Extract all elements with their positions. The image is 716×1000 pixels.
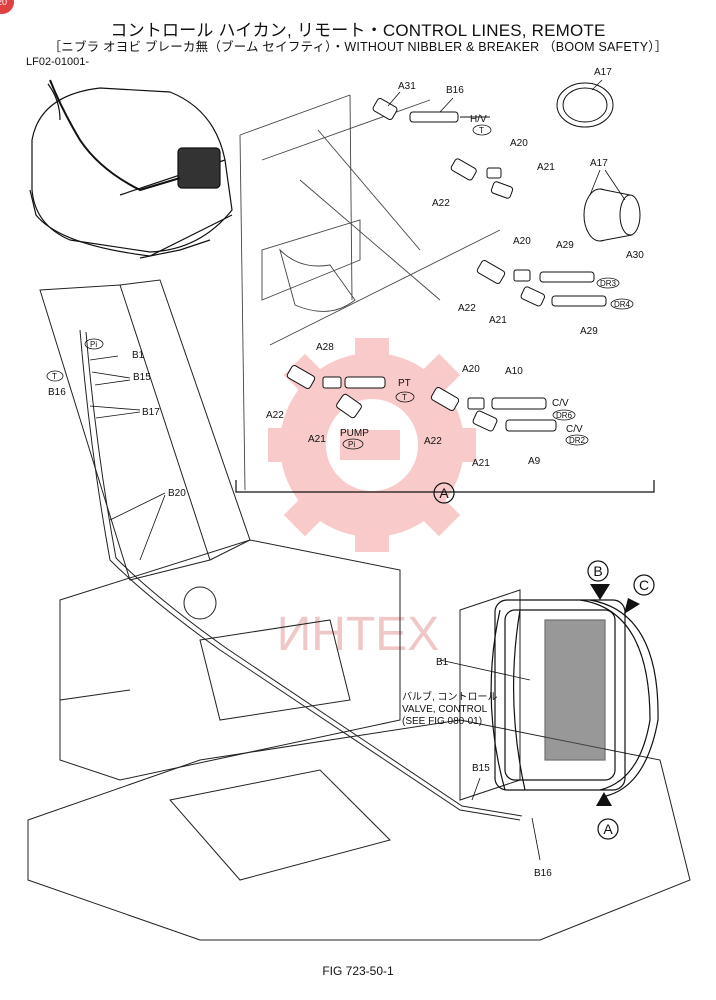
label-b1-right: B1 (436, 657, 449, 668)
label-dr6: DR6 (556, 411, 573, 420)
hose-fittings-set (286, 82, 641, 432)
label-a29-2: A29 (580, 326, 598, 337)
label-b17: B17 (142, 407, 160, 418)
label-a29-1: A29 (556, 240, 574, 251)
cab-illustration (29, 79, 233, 259)
label-pi-pump: Pi (348, 440, 355, 449)
label-a9: A9 (528, 456, 541, 467)
boom-and-upper-frame (27, 279, 691, 941)
label-a10: A10 (505, 366, 523, 377)
label-a21-3: A21 (308, 434, 326, 445)
label-cv2: C/V (566, 424, 583, 435)
label-valve-en: VALVE, CONTROL (402, 704, 488, 715)
callout-labels: A31 B16 H/V T A17 A17 A30 A20 A21 A22 A2… (48, 67, 644, 879)
label-b15-left: B15 (133, 372, 151, 383)
detail-label-a-mid: A (439, 485, 449, 501)
detail-circles (433, 482, 655, 840)
watermark-gear-logo (268, 338, 476, 552)
label-dr3: DR3 (600, 279, 617, 288)
label-a20-1: A20 (510, 138, 528, 149)
label-t-pt: T (402, 393, 407, 402)
detail-label-c: C (639, 577, 649, 593)
label-a20-3: A20 (462, 364, 480, 375)
control-valve-assembly (490, 599, 659, 797)
label-b20: B20 (168, 488, 186, 499)
figure-subtitle: ［ニブラ オヨビ ブレーカ無（ブーム セイフティ）・WITHOUT NIBBLE… (48, 40, 668, 54)
watermark-text: ИНТЕХ (277, 608, 440, 661)
label-a20-2: A20 (513, 236, 531, 247)
label-a22-4: A22 (424, 436, 442, 447)
label-a28: A28 (316, 342, 334, 353)
label-b15-low: B15 (472, 763, 490, 774)
label-valve-jp: バルブ, コントロール (402, 690, 498, 703)
label-b16-left: B16 (48, 387, 66, 398)
serial-range: LF02-01001- (26, 56, 89, 68)
label-b1-left: B1 (132, 350, 145, 361)
label-a17-top: A17 (594, 67, 612, 78)
label-a22-3: A22 (266, 410, 284, 421)
label-pt: PT (398, 378, 411, 389)
label-a21-2: A21 (489, 315, 507, 326)
label-hv: H/V (470, 114, 487, 125)
detail-label-b: B (593, 563, 602, 579)
label-b16-top: B16 (446, 85, 464, 96)
label-pi-left: Pi (90, 340, 97, 349)
label-valve-ref: (SEE FIG 080-01) (402, 716, 482, 727)
label-dr2: DR2 (569, 436, 586, 445)
figure-title: コントロール ハイカン, リモート・CONTROL LINES, REMOTE (110, 21, 606, 40)
label-a22-2: A22 (458, 303, 476, 314)
label-pump: PUMP (340, 428, 369, 439)
detail-label-a-low: A (603, 821, 613, 837)
detail-a-bracket (235, 480, 655, 493)
arrows (590, 584, 640, 806)
label-b16-low: B16 (534, 868, 552, 879)
label-dr4: DR4 (614, 300, 631, 309)
leader-lines (89, 79, 626, 861)
label-a31: A31 (398, 81, 416, 92)
label-a21-4: A21 (472, 458, 490, 469)
port-tag-ellipses (46, 124, 634, 450)
label-t-top: T (479, 126, 484, 135)
label-a17-mid: A17 (590, 158, 608, 169)
control-valve-bracket (239, 94, 501, 491)
label-cv1: C/V (552, 398, 569, 409)
figure-number: FIG 723-50-1 (322, 964, 394, 978)
label-a22-1: A22 (432, 198, 450, 209)
label-a21-1: A21 (537, 162, 555, 173)
label-t-left: T (52, 372, 57, 381)
label-a30: A30 (626, 250, 644, 261)
